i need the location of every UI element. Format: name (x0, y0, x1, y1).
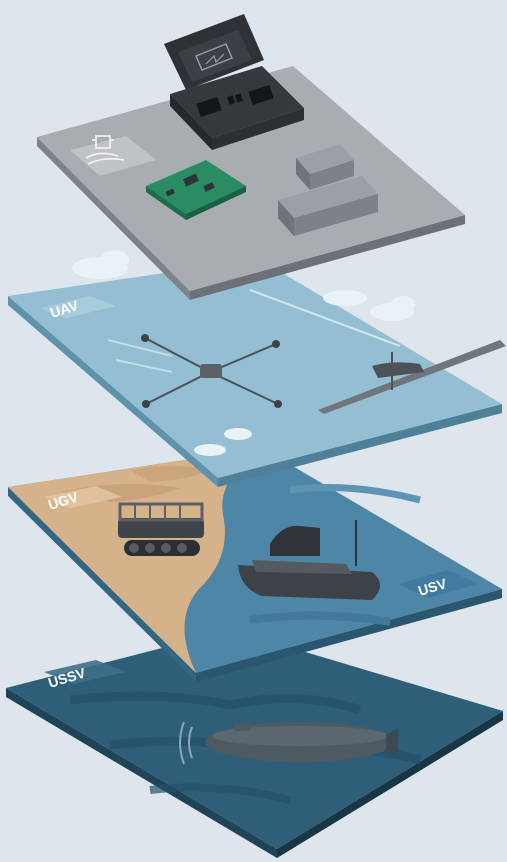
ugv-usv-layer: UGV USV (8, 448, 502, 682)
uav-layer: UAV (8, 250, 506, 487)
cloud-icon (72, 250, 129, 279)
